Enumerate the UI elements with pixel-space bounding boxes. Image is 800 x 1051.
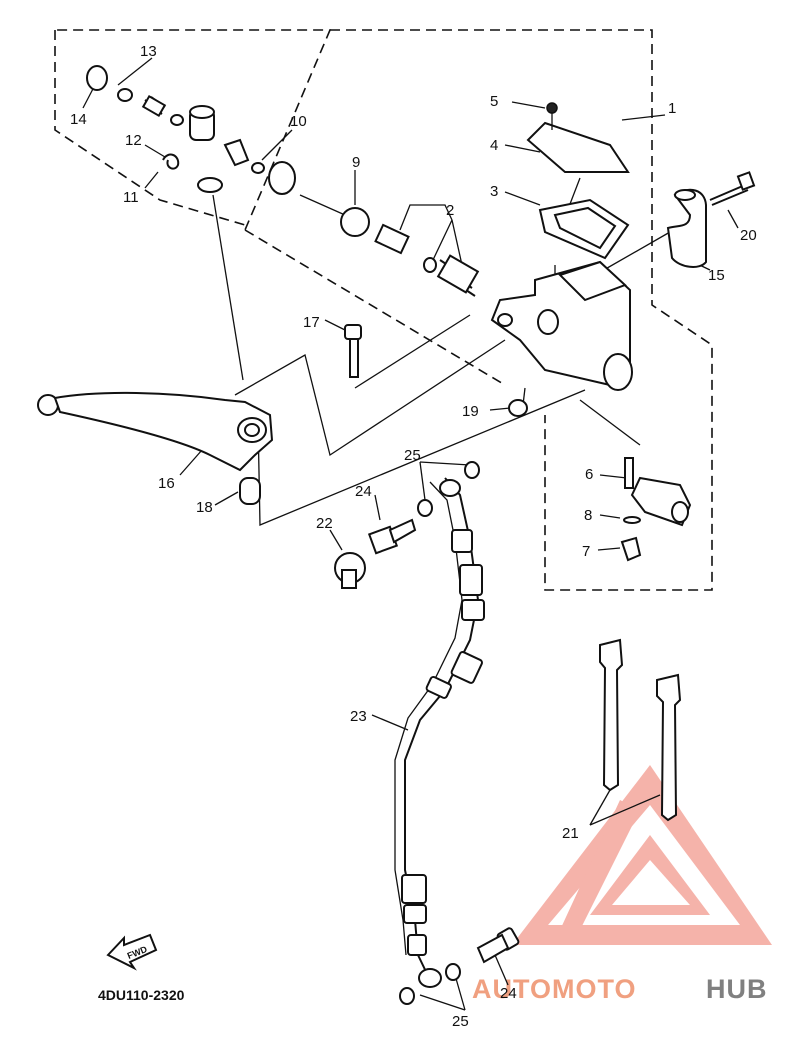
cable-ties xyxy=(599,638,682,822)
group-1-dashed-frame xyxy=(330,29,713,591)
callout-24-upper: 24 xyxy=(355,483,372,500)
callout-14: 14 xyxy=(70,111,87,128)
callout-17: 17 xyxy=(303,314,320,331)
callout-labels: 1 2 3 4 5 6 7 8 9 10 11 12 13 14 15 16 1… xyxy=(70,43,757,1030)
copper-washers xyxy=(399,461,480,1005)
watermark-text-hub: HUB xyxy=(706,974,768,1004)
callout-15: 15 xyxy=(708,267,725,284)
callout-9: 9 xyxy=(352,154,360,171)
callout-25-lower: 25 xyxy=(452,1013,469,1030)
diagram-code: 4DU110-2320 xyxy=(98,987,185,1003)
callout-1: 1 xyxy=(668,100,676,117)
callout-18: 18 xyxy=(196,499,213,516)
union-bolt-lower xyxy=(476,927,520,964)
callout-8: 8 xyxy=(584,507,592,524)
forward-arrow-icon: FWD xyxy=(106,933,158,971)
watermark-logo xyxy=(512,765,772,945)
callout-10: 10 xyxy=(290,113,307,130)
pivot-bolt xyxy=(344,324,362,378)
callout-11: 11 xyxy=(123,189,139,206)
callout-25-upper: 25 xyxy=(404,447,421,464)
pivot-bolt-cap xyxy=(86,65,296,195)
callout-6: 6 xyxy=(585,466,593,483)
callout-3: 3 xyxy=(490,183,498,200)
callout-16: 16 xyxy=(158,475,175,492)
callout-13: 13 xyxy=(140,43,157,60)
handlebar-clamp xyxy=(666,171,756,268)
group-11-dashed-frame xyxy=(54,29,506,386)
callout-7: 7 xyxy=(582,543,590,560)
callout-19: 19 xyxy=(462,403,479,420)
watermark-text-automoto: AUTOMOTO xyxy=(472,974,637,1004)
banjo-fitting xyxy=(334,552,366,589)
callout-20: 20 xyxy=(740,227,757,244)
brake-light-switch xyxy=(620,457,692,562)
callout-5: 5 xyxy=(490,93,498,110)
lever-bushing xyxy=(239,477,261,505)
brake-hose xyxy=(394,477,485,988)
union-bolt-upper xyxy=(367,518,417,555)
brake-lever xyxy=(37,391,274,472)
piston-kit xyxy=(299,194,480,297)
callout-22: 22 xyxy=(316,515,333,532)
master-cylinder-body xyxy=(490,102,633,417)
callout-12: 12 xyxy=(125,132,142,149)
callout-23: 23 xyxy=(350,708,367,725)
callout-24-lower: 24 xyxy=(500,985,517,1002)
callout-2: 2 xyxy=(446,202,454,219)
callout-4: 4 xyxy=(490,137,498,154)
callout-21: 21 xyxy=(562,825,579,842)
